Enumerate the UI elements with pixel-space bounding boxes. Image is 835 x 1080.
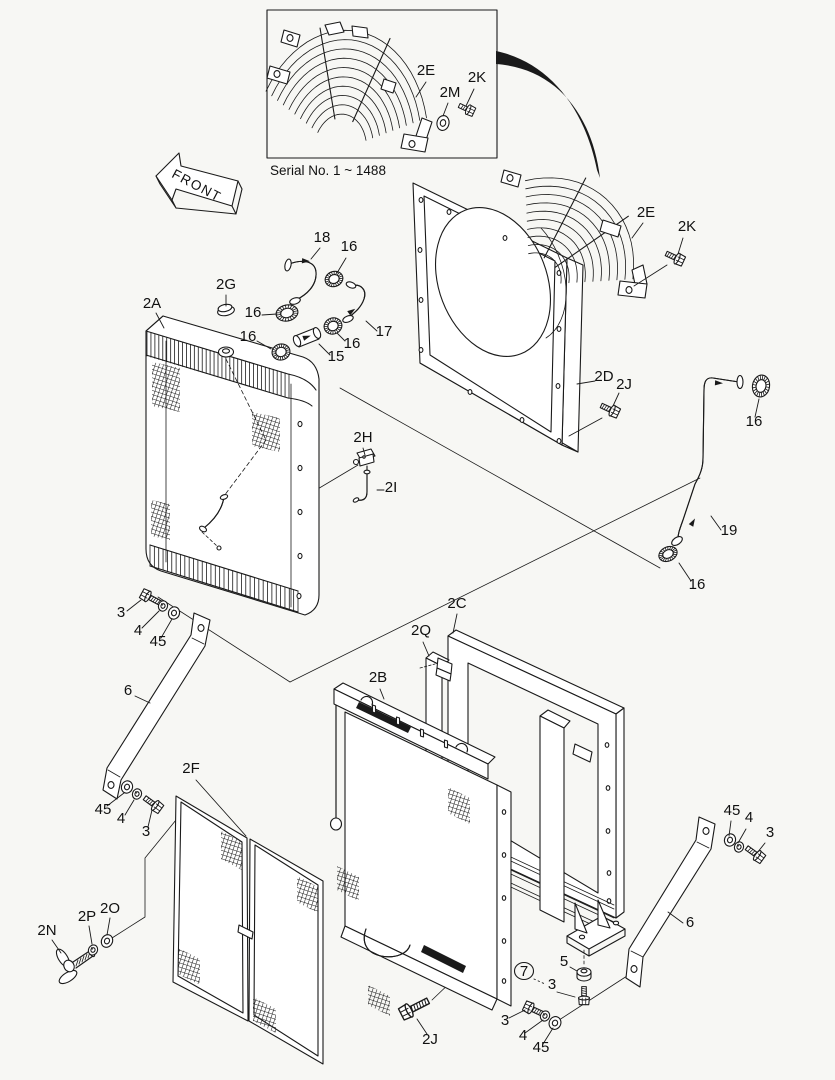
valve-2h (352, 448, 376, 503)
part-label: 2B (369, 669, 387, 686)
part-label: 7 (520, 963, 528, 980)
hoses (217, 258, 771, 563)
bracket-left (102, 612, 211, 800)
part-label: 5 (560, 953, 568, 970)
part-label: 2M (440, 84, 461, 101)
part-label: 3 (766, 824, 774, 841)
part-label: 16 (689, 576, 706, 593)
core-2b (329, 682, 512, 1016)
part-label: 2P (78, 908, 96, 925)
part-label: 2O (100, 900, 120, 917)
part-label: 16 (341, 238, 358, 255)
part-label: 15 (328, 348, 345, 365)
part-label: 16 (746, 413, 763, 430)
part-label: 2H (353, 429, 372, 446)
part-label: 2E (417, 62, 435, 79)
parts-art (55, 21, 771, 1065)
fan-shroud-2d (412, 182, 584, 453)
part-label: 45 (533, 1039, 550, 1056)
part-label: 45 (95, 801, 112, 818)
leader-lines (51, 81, 766, 1045)
part-label: 2I (385, 479, 398, 496)
part-label: 2K (468, 69, 486, 86)
part-label: 4 (117, 810, 125, 827)
part-label: 2A (143, 295, 161, 312)
part-label: 2F (182, 760, 200, 777)
part-label: 4 (134, 622, 142, 639)
part-label: 2N (37, 922, 56, 939)
front-arrow: FRONT (155, 152, 243, 215)
part-label: 16 (240, 328, 257, 345)
fan-guard-inset (265, 21, 433, 153)
part-label: 45 (150, 633, 167, 650)
part-label: 4 (745, 809, 753, 826)
part-label: 19 (721, 522, 738, 539)
part-label: 3 (142, 823, 150, 840)
part-label: 3 (501, 1012, 509, 1029)
fan-guard-2e (500, 169, 648, 299)
part-label: 16 (245, 304, 262, 321)
part-label: 3 (117, 604, 125, 621)
inset-box: Serial No. 1 ~ 1488 (266, 9, 498, 178)
serial-note: Serial No. 1 ~ 1488 (270, 163, 386, 178)
part-label: 2J (422, 1031, 438, 1048)
part-label: 3 (548, 976, 556, 993)
part-label: 2D (594, 368, 613, 385)
part-label: 2E (637, 204, 655, 221)
part-label: 6 (124, 682, 132, 699)
part-label: 2K (678, 218, 696, 235)
part-label: 2J (616, 376, 632, 393)
part-label: 45 (724, 802, 741, 819)
screen-2f (172, 795, 324, 1065)
part-label: 16 (344, 335, 361, 352)
part-label: 2G (216, 276, 236, 293)
part-label: 17 (376, 323, 393, 340)
part-label: 18 (314, 229, 331, 246)
bracket-right (625, 816, 716, 988)
radiator-2a (145, 315, 320, 616)
part-label: 2C (447, 595, 466, 612)
part-label: 6 (686, 914, 694, 931)
part-label: 2Q (411, 622, 431, 639)
part-label: 4 (519, 1027, 527, 1044)
